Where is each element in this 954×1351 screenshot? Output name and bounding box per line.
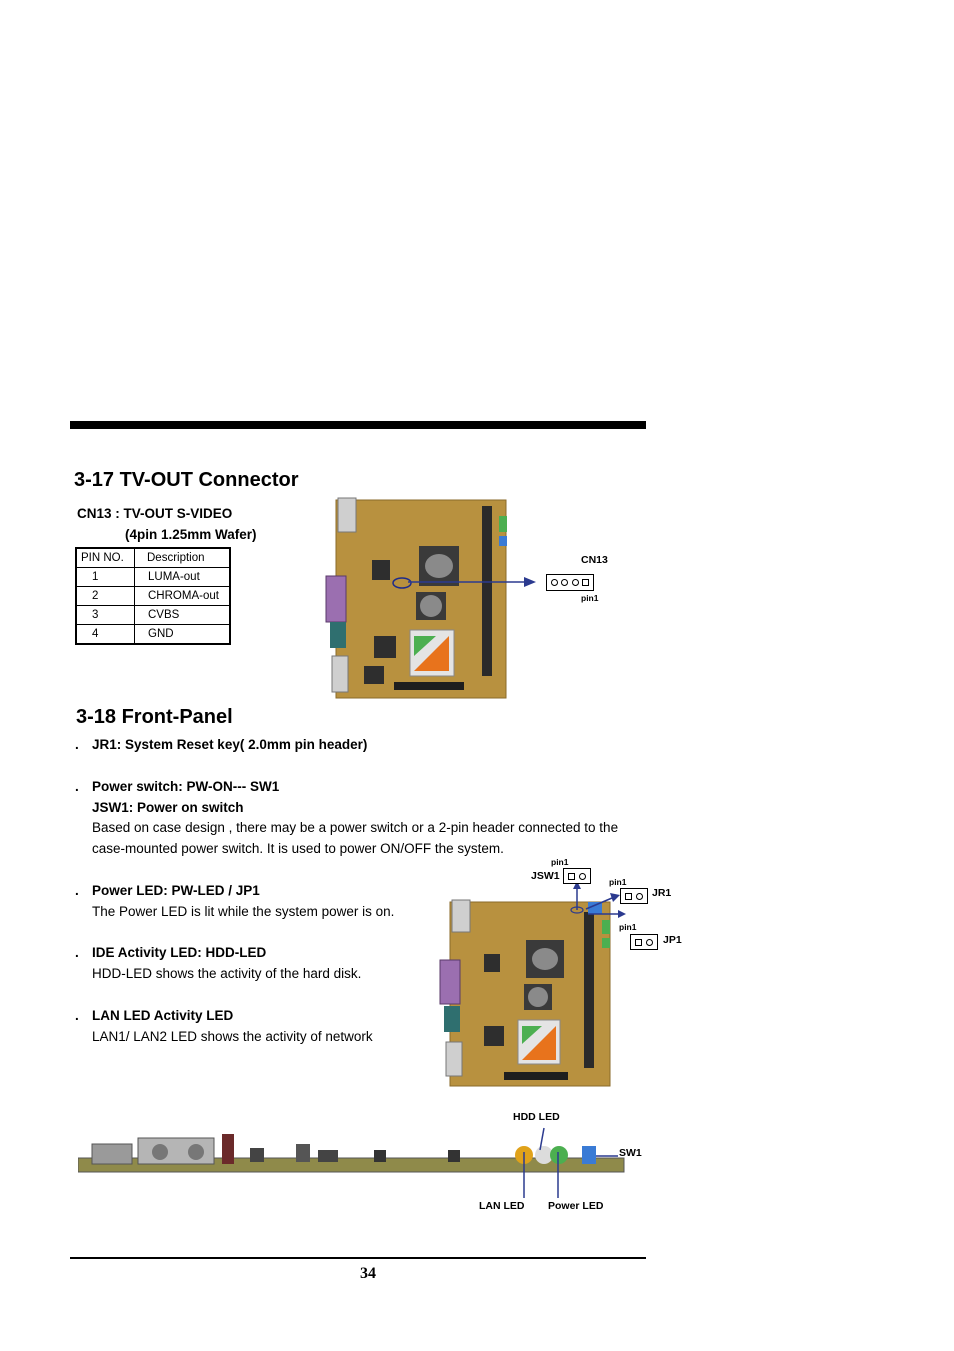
jp1-label: JP1: [663, 934, 682, 946]
table-cell-desc: CHROMA-out: [134, 586, 231, 606]
pin-round-icon: [636, 892, 643, 900]
pin-round-icon: [561, 579, 569, 586]
jr1-label: JR1: [652, 887, 672, 899]
power-led-label: Power LED: [548, 1200, 604, 1212]
motherboard-image-front-panel: [439, 899, 611, 1087]
bullet: .: [75, 945, 79, 960]
bullet: .: [75, 779, 79, 794]
pin-square-icon: [568, 872, 575, 880]
section-17-title: 3-17 TV-OUT Connector: [74, 469, 299, 491]
cn13-subtitle: CN13 : TV-OUT S-VIDEO: [77, 506, 233, 521]
power-led-heading: Power LED: PW-LED / JP1: [92, 883, 260, 898]
table-row: 2 CHROMA-out: [75, 586, 231, 606]
jsw1-connector: [563, 868, 591, 884]
table-row: 3 CVBS: [75, 605, 231, 625]
pin-square-icon: [625, 892, 632, 900]
table-row: 1 LUMA-out: [75, 567, 231, 587]
table-header-pin: PIN NO.: [75, 547, 135, 568]
pin-round-icon: [646, 938, 653, 946]
pin-square-icon: [582, 579, 590, 586]
motherboard-image-top: [325, 497, 507, 699]
jr1-connector: [620, 888, 648, 904]
lan-led-heading: LAN LED Activity LED: [92, 1008, 234, 1023]
table-cell-pin: 1: [75, 567, 135, 587]
table-header-desc: Description: [134, 547, 231, 568]
cn13-pin1-label: pin1: [581, 593, 599, 603]
front-panel-arrows: [570, 881, 626, 918]
jsw1-pin1-label: pin1: [551, 857, 569, 867]
jr1-heading: JR1: System Reset key( 2.0mm pin header): [92, 737, 368, 752]
lan-led-label: LAN LED: [479, 1200, 525, 1212]
power-switch-heading: Power switch: PW-ON--- SW1: [92, 779, 280, 794]
jr1-pin1-label: pin1: [609, 877, 627, 887]
power-led-desc: The Power LED is lit while the system po…: [92, 904, 395, 919]
cn13-arrow: [408, 577, 536, 587]
table-cell-pin: 3: [75, 605, 135, 625]
page-number: 34: [360, 1265, 376, 1282]
pin-table: PIN NO. Description 1 LUMA-out 2 CHROMA-…: [75, 547, 231, 645]
table-header-row: PIN NO. Description: [75, 547, 231, 568]
pin-square-icon: [635, 938, 642, 946]
jsw1-label: JSW1: [531, 870, 560, 882]
hdd-led-label: HDD LED: [513, 1111, 560, 1123]
bullet: .: [75, 737, 79, 752]
table-cell-pin: 2: [75, 586, 135, 606]
table-cell-desc: GND: [134, 624, 231, 645]
section-18-title: 3-18 Front-Panel: [76, 706, 233, 728]
lan-led-desc: LAN1/ LAN2 LED shows the activity of net…: [92, 1029, 373, 1044]
table-cell-pin: 4: [75, 624, 135, 645]
sw1-label: SW1: [619, 1147, 642, 1159]
table-row: 4 GND: [75, 624, 231, 645]
bullet: .: [75, 883, 79, 898]
pin-round-icon: [571, 579, 579, 586]
power-switch-desc-1: Based on case design , there may be a po…: [92, 820, 619, 835]
hdd-led-heading: IDE Activity LED: HDD-LED: [92, 945, 267, 960]
cn13-label: CN13: [581, 554, 608, 566]
cn13-connector: [546, 574, 594, 591]
pin-round-icon: [550, 579, 558, 586]
cn13-subtitle-2: (4pin 1.25mm Wafer): [125, 527, 257, 542]
bottom-rule: [70, 1257, 646, 1259]
hdd-led-desc: HDD-LED shows the activity of the hard d…: [92, 966, 362, 981]
table-cell-desc: LUMA-out: [134, 567, 231, 587]
table-cell-desc: CVBS: [134, 605, 231, 625]
jsw1-subheading: JSW1: Power on switch: [92, 800, 244, 815]
bullet: .: [75, 1008, 79, 1023]
jp1-connector: [630, 934, 658, 950]
led-pointer-lines: [523, 1127, 618, 1198]
power-switch-desc-2: case-mounted power switch. It is used to…: [92, 841, 504, 856]
pin-round-icon: [579, 872, 586, 880]
top-rule: [70, 421, 646, 429]
jp1-pin1-label: pin1: [619, 922, 637, 932]
board-side-view: [78, 1134, 625, 1173]
